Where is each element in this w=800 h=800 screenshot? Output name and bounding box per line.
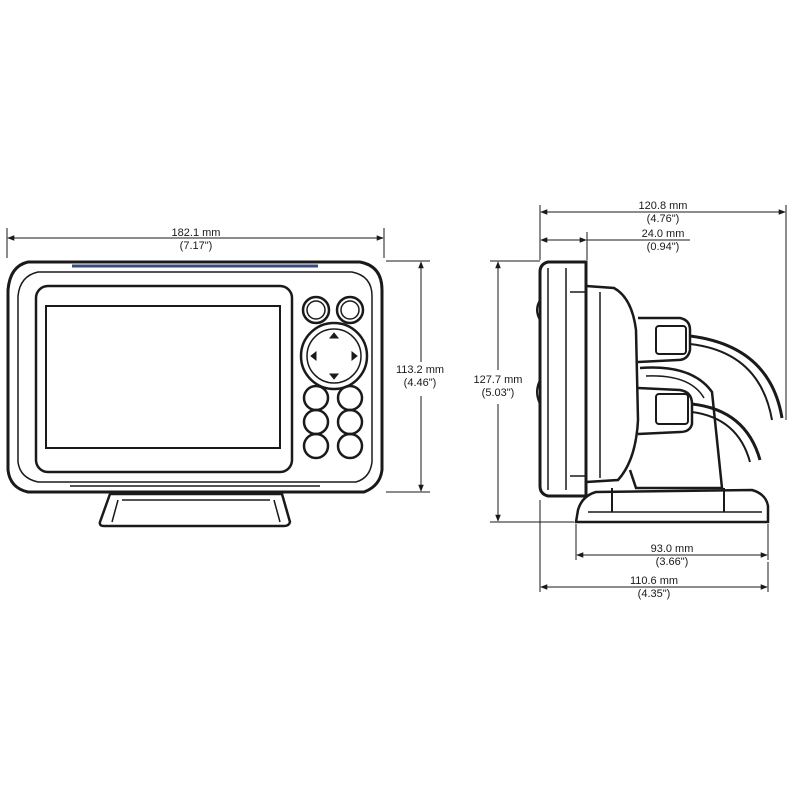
front-stand	[98, 492, 292, 528]
side-button-bump-2	[536, 379, 541, 405]
dpad-down-arrow	[328, 373, 340, 380]
mount-bracket	[628, 366, 724, 490]
screen-display	[45, 305, 281, 449]
front-view	[6, 260, 384, 528]
screen-frame	[34, 284, 294, 474]
button-panel	[299, 295, 369, 460]
button-mid-left-2	[302, 408, 330, 436]
lower-cable-inner	[691, 411, 751, 463]
dpad-right-arrow	[351, 350, 358, 362]
button-mid-right-2	[336, 408, 364, 436]
button-top-right	[335, 295, 365, 325]
button-bottom-right	[336, 432, 364, 460]
side-height-imperial-label: (5.03")	[482, 387, 515, 399]
lower-connector	[637, 386, 694, 436]
base-metric-label: 93.0 mm	[651, 543, 694, 555]
upper-cable	[689, 334, 784, 419]
front-stand-left-edge	[111, 499, 119, 523]
dpad-inner	[306, 328, 362, 384]
lower-connector-plug	[655, 393, 689, 425]
button-mid-left-1	[302, 384, 330, 412]
side-button-bump-1	[536, 299, 541, 321]
side-view	[536, 260, 784, 524]
dpad-left-arrow	[310, 350, 317, 362]
button-top-right-inner	[340, 300, 360, 320]
front-bezel-inner	[17, 271, 373, 483]
depth-metric-label: 120.8 mm	[639, 200, 688, 212]
bezel-imperial-label: (0.94")	[647, 241, 680, 253]
base-imperial-label: (3.66")	[656, 556, 689, 568]
button-top-left	[301, 295, 331, 325]
mount-imperial-label: (4.35")	[638, 588, 671, 600]
upper-connector	[637, 316, 692, 364]
upper-cable-inner	[689, 343, 773, 421]
button-bottom-left	[302, 432, 330, 460]
side-mount-base	[574, 488, 770, 524]
dimension-lines	[6, 205, 787, 592]
side-rear-housing	[584, 284, 640, 484]
front-stand-right-edge	[273, 499, 281, 523]
width-metric-label: 182.1 mm	[172, 227, 221, 239]
upper-connector-plug	[655, 325, 687, 355]
button-mid-right-1	[336, 384, 364, 412]
dpad-outer	[299, 321, 369, 391]
front-housing-outline	[6, 260, 384, 494]
height-imperial-label: (4.46")	[404, 377, 437, 389]
mount-metric-label: 110.6 mm	[630, 575, 678, 587]
height-metric-label: 113.2 mm	[396, 364, 444, 376]
side-bezel	[538, 260, 588, 498]
width-imperial-label: (7.17")	[180, 240, 213, 252]
depth-imperial-label: (4.76")	[647, 213, 680, 225]
button-top-left-inner	[306, 300, 326, 320]
dpad-up-arrow	[328, 332, 340, 339]
lower-cable	[691, 402, 762, 461]
dimension-labels: 182.1 mm (7.17") 113.2 mm (4.46") 127.7 …	[172, 200, 694, 600]
bezel-metric-label: 24.0 mm	[642, 228, 685, 240]
side-height-metric-label: 127.7 mm	[474, 374, 523, 386]
mount-bracket-inner	[645, 375, 705, 399]
